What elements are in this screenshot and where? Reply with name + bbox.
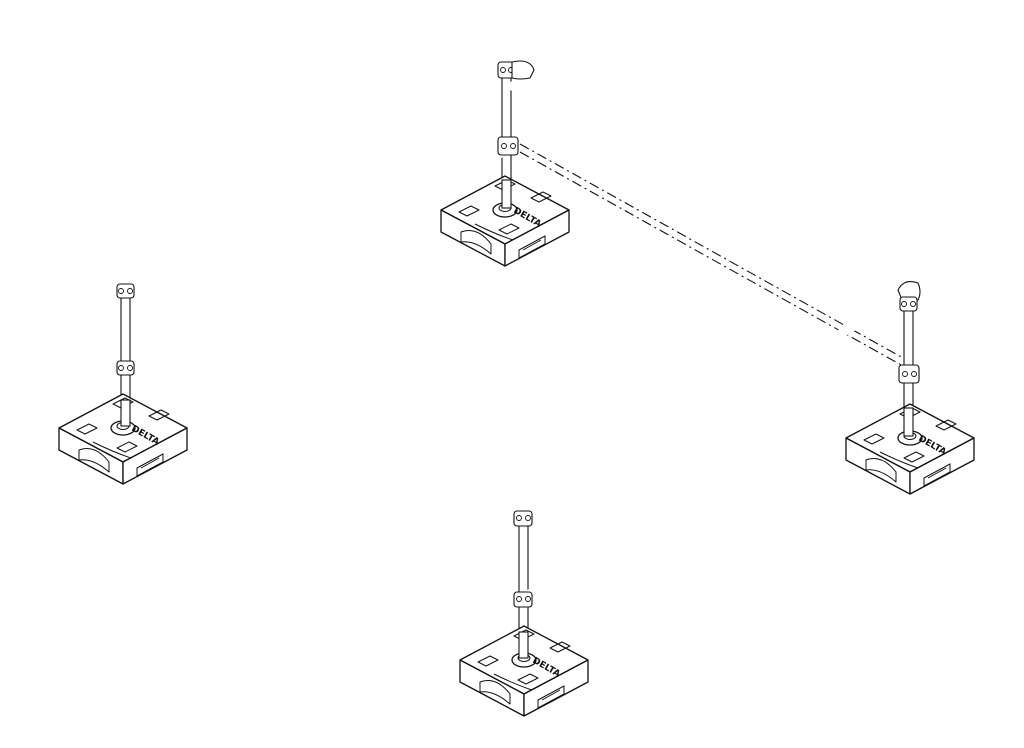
clamps bbox=[116, 60, 921, 608]
post-front-stem bbox=[518, 631, 529, 659]
clamp-front-bottom bbox=[513, 591, 533, 608]
clamp-left-top bbox=[116, 283, 135, 299]
rail-right-front-top bbox=[517, 290, 913, 522]
base-front: DELTA bbox=[459, 625, 589, 717]
clamp-right-top bbox=[899, 296, 918, 312]
base-back: DELTA bbox=[440, 175, 570, 267]
clamp-front-top bbox=[513, 510, 533, 527]
rail-left-back-top bbox=[121, 64, 511, 296]
base-right: DELTA bbox=[845, 403, 975, 495]
rail-back-right-middle bbox=[507, 81, 911, 306]
clamp-right-corner bbox=[897, 281, 921, 301]
clamp-back-corner bbox=[511, 60, 535, 80]
post-left-stem bbox=[120, 399, 131, 427]
rails bbox=[121, 64, 920, 603]
clamp-left-bottom bbox=[116, 360, 135, 376]
base-left: DELTA bbox=[58, 393, 188, 485]
bases: DELTA DELTA DELTA DELTA bbox=[58, 175, 975, 717]
post-back-stem bbox=[501, 179, 512, 209]
rail-left-back-bottom bbox=[121, 143, 515, 373]
clamp-back-middle bbox=[497, 136, 519, 156]
post-stems bbox=[120, 179, 914, 659]
rail-right-front-bottom bbox=[517, 370, 913, 603]
rail-back-right-top bbox=[506, 64, 920, 294]
clamp-right-bottom bbox=[898, 364, 920, 384]
post-right-stem bbox=[903, 407, 914, 437]
